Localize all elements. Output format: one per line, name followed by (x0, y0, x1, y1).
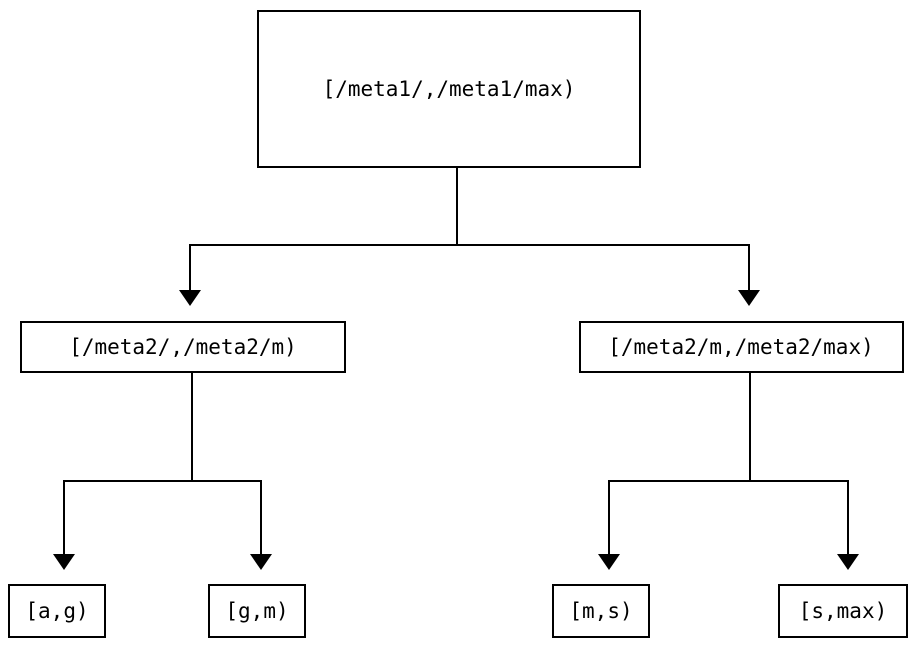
tree-node-mid-right[interactable]: [/meta2/m,/meta2/max) (578, 320, 905, 374)
tree-edge (53, 372, 194, 570)
tree-edge (598, 372, 752, 570)
node-label: [/meta1/,/meta1/max) (323, 77, 576, 101)
node-label: [/meta2/m,/meta2/max) (608, 335, 874, 359)
node-box[interactable] (207, 583, 307, 639)
edge-path (607, 372, 752, 556)
arrowhead-icon (250, 554, 272, 570)
tree-node-leaf-a-g[interactable]: [a,g) (7, 583, 107, 639)
edge-path (190, 372, 263, 556)
edges-group (53, 167, 859, 570)
tree-node-mid-left[interactable]: [/meta2/,/meta2/m) (19, 320, 347, 374)
node-box[interactable] (256, 9, 642, 169)
arrowhead-icon (598, 554, 620, 570)
tree-edge (179, 167, 459, 306)
tree-edge (455, 167, 760, 306)
arrowhead-icon (53, 554, 75, 570)
node-box[interactable] (578, 320, 905, 374)
node-box[interactable] (551, 583, 651, 639)
node-label: [g,m) (225, 599, 288, 623)
node-label: [/meta2/,/meta2/m) (69, 335, 297, 359)
node-label: [s,max) (799, 599, 888, 623)
edge-path (62, 372, 194, 556)
arrowhead-icon (837, 554, 859, 570)
edge-path (748, 372, 850, 556)
node-label: [m,s) (569, 599, 632, 623)
edge-path (188, 167, 459, 292)
node-box[interactable] (19, 320, 347, 374)
node-box[interactable] (7, 583, 107, 639)
tree-edge (190, 372, 272, 570)
tree-node-root[interactable]: [/meta1/,/meta1/max) (256, 9, 642, 169)
tree-edge (748, 372, 859, 570)
tree-node-leaf-m-s[interactable]: [m,s) (551, 583, 651, 639)
arrowhead-icon (179, 290, 201, 306)
node-label: [a,g) (25, 599, 88, 623)
tree-node-leaf-g-m[interactable]: [g,m) (207, 583, 307, 639)
tree-node-leaf-s-max[interactable]: [s,max) (777, 583, 909, 639)
nodes-group: [/meta1/,/meta1/max) [/meta2/,/meta2/m) [/… (7, 9, 909, 639)
arrowhead-icon (738, 290, 760, 306)
node-box[interactable] (777, 583, 909, 639)
edge-path (455, 167, 751, 292)
